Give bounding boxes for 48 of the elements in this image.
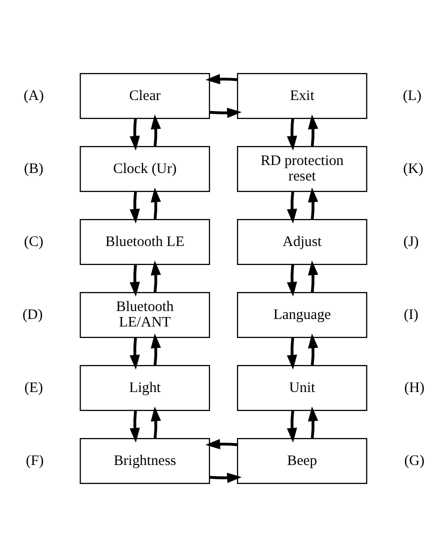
node-label: (H)	[404, 379, 424, 396]
node-label: (B)	[23, 160, 43, 176]
node-box: Bluetooth LE	[79, 218, 210, 265]
arrow	[286, 337, 297, 370]
node-box: RD protection reset	[236, 145, 367, 192]
arrow	[129, 410, 140, 442]
arrow	[307, 186, 318, 220]
arrow	[150, 186, 160, 220]
node-box: Beep	[236, 437, 367, 484]
arrow	[204, 74, 238, 84]
node-label: (I)	[403, 306, 418, 322]
arrow	[286, 410, 297, 442]
arrow	[307, 406, 318, 438]
arrow	[129, 118, 140, 150]
node-label: (K)	[402, 160, 423, 176]
node-box: Language	[236, 291, 367, 338]
node-box: Clock (Ur)	[79, 145, 210, 192]
node-label: (E)	[24, 379, 43, 396]
node-label: (D)	[22, 306, 42, 322]
arrow	[129, 191, 140, 224]
arrow	[150, 260, 160, 292]
arrow	[150, 114, 160, 146]
node-box: Clear	[79, 72, 210, 119]
node-box: Bluetooth LE/ANT	[79, 291, 210, 338]
arrow	[204, 438, 238, 449]
arrow	[209, 107, 242, 118]
arrow	[209, 472, 242, 482]
arrow	[286, 191, 297, 224]
node-box: Light	[79, 364, 210, 411]
node-label: (L)	[402, 87, 421, 104]
node-label: (J)	[402, 233, 418, 250]
node-label: (A)	[23, 87, 44, 104]
node-box: Unit	[236, 364, 367, 411]
node-label: (G)	[404, 452, 424, 468]
arrow	[307, 114, 318, 146]
node-label: (C)	[23, 233, 43, 250]
arrow	[307, 260, 318, 292]
arrow	[286, 264, 297, 296]
arrow	[307, 332, 318, 366]
arrow	[129, 337, 140, 370]
arrow	[286, 118, 297, 150]
node-box: Brightness	[79, 437, 210, 484]
node-box: Exit	[236, 72, 367, 119]
node-box: Adjust	[236, 218, 367, 265]
arrow	[129, 264, 140, 296]
arrow	[150, 332, 160, 366]
arrow	[150, 406, 160, 438]
node-label: (F)	[25, 452, 44, 468]
